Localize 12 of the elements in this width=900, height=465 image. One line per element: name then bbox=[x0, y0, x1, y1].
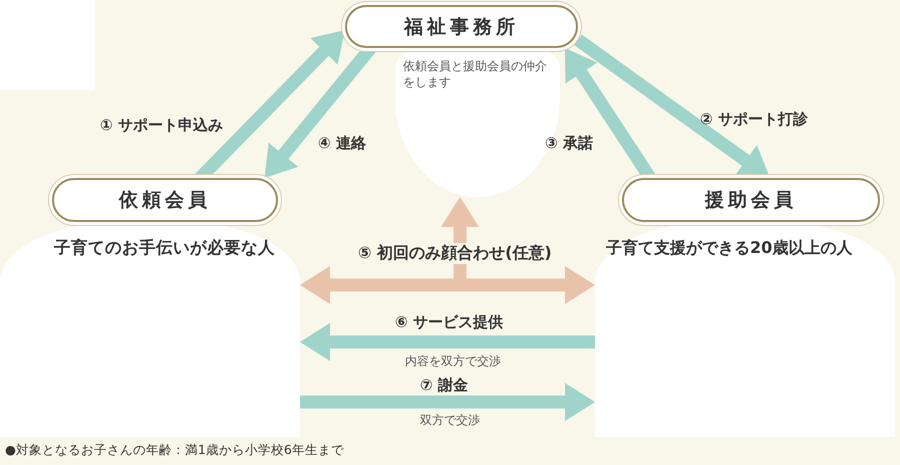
arrow bbox=[300, 266, 595, 304]
arrow bbox=[300, 382, 595, 421]
edge-label: ② サポート打診 bbox=[700, 110, 808, 129]
edge-label: ④ 連絡 bbox=[318, 134, 366, 153]
edge-label: ① サポート申込み bbox=[100, 116, 223, 135]
edge-label: ⑦ 謝金 bbox=[420, 376, 468, 395]
edge-sublabel: 双方で交渉 bbox=[420, 412, 480, 429]
arrow bbox=[300, 322, 595, 361]
edge-label: ⑥ サービス提供 bbox=[395, 313, 503, 332]
edge-sublabel: 内容を双方で交渉 bbox=[405, 353, 501, 370]
footnote-text: ●対象となるお子さんの年齢：満1歳から小学校6年生まで bbox=[5, 442, 344, 459]
edge-label: ③ 承諾 bbox=[545, 134, 593, 153]
